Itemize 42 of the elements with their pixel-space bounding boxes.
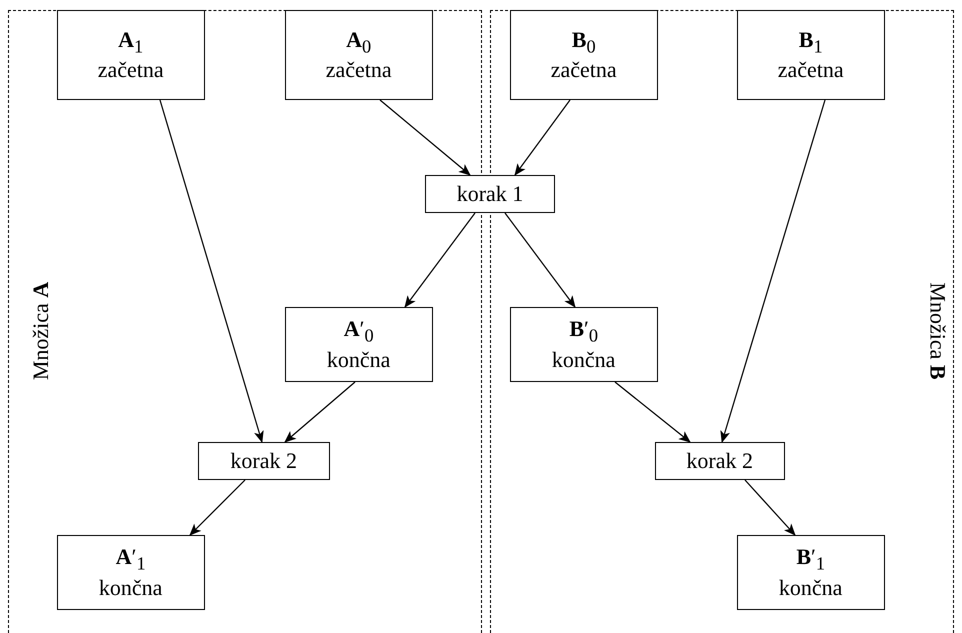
process-box (425, 175, 555, 213)
region-label: Množica B (924, 282, 950, 380)
arrow (189, 480, 246, 536)
box-label: A$_{0}$ (346, 26, 372, 58)
box-label: B$_{0}$ (572, 26, 596, 58)
arrow (159, 100, 264, 443)
box-label: začetna (550, 57, 617, 83)
process-box (56, 534, 205, 610)
process-box (284, 10, 433, 100)
arrow (744, 480, 796, 536)
process-box (510, 306, 658, 382)
arrow (514, 100, 570, 176)
box-label: končna (778, 574, 842, 600)
box-label: korak 2 (686, 448, 753, 474)
process-box (56, 10, 205, 100)
process-box (198, 442, 330, 480)
process-box (654, 442, 785, 480)
arrow (284, 382, 356, 443)
process-box (510, 10, 658, 100)
box-label: končna (326, 346, 390, 372)
box-label: začetna (98, 57, 164, 83)
box-label: korak 1 (456, 181, 524, 207)
arrow (614, 382, 691, 443)
box-label: začetna (326, 57, 392, 83)
box-label: končna (98, 574, 162, 600)
box-label: B′$_{1}$ (796, 544, 826, 575)
box-label: A′$_{1}$ (116, 544, 146, 575)
process-box (736, 10, 885, 100)
region-label: Množica A (28, 282, 54, 380)
box-label: korak 2 (230, 448, 297, 474)
box-label: B$_{1}$ (798, 26, 823, 58)
box-label: začetna (778, 57, 844, 83)
box-label: končna (552, 346, 616, 372)
box-label: B′$_{0}$ (569, 316, 598, 347)
process-box (736, 534, 885, 610)
arrow (380, 100, 471, 176)
box-label: A$_{1}$ (118, 26, 144, 58)
arrow (504, 212, 576, 308)
box-label: A′$_{0}$ (344, 316, 374, 347)
process-box (284, 306, 433, 382)
arrow (720, 100, 826, 443)
arrow (404, 212, 476, 308)
